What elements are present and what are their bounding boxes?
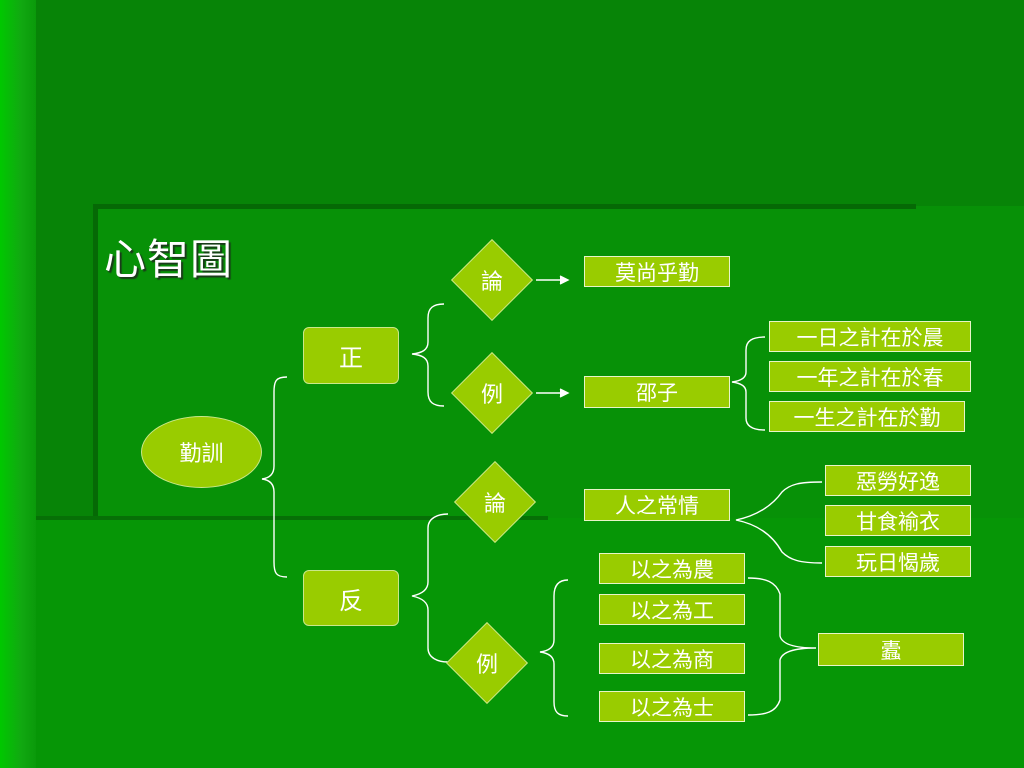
root-node: 勤訓 [141,416,262,488]
negative-example-item-4: 以之為士 [599,691,745,722]
background-left-strip [0,0,36,768]
positive-example-label: 例 [480,383,503,408]
negative-argument-item-2: 甘食褕衣 [825,505,971,536]
positive-quote-2: 一年之計在於春 [769,361,971,392]
negative-example-item-2: 以之為工 [599,594,745,625]
negative-branch-node: 反 [303,570,399,626]
positive-brace [411,303,445,407]
negative-argument-item-3: 玩日愒歲 [825,546,971,577]
background-panel-upper-left-edge [93,204,98,524]
negative-argument-item-1: 惡勞好逸 [825,465,971,496]
negative-argument-diamond: 論 [453,460,537,544]
positive-example-diamond: 例 [450,351,534,435]
root-brace [261,376,288,578]
negative-argument-value: 人之常情 [584,489,730,521]
positive-branch-node: 正 [303,327,399,384]
slide-title: 心智圖 [104,235,234,284]
negative-example-result: 蠹 [818,633,964,666]
background-panel-lower-edge [36,516,548,520]
negative-brace [411,513,449,663]
positive-quote-1: 一日之計在於晨 [769,321,971,352]
positive-argument-label: 論 [480,270,503,295]
arrow-positive-argument-head [559,275,570,285]
arrow-positive-example-head [559,388,570,398]
background-panel-upper-edge [96,204,916,209]
negative-example-diamond: 例 [445,621,529,705]
negative-example-label: 例 [475,653,498,678]
negative-argument-label: 論 [483,492,506,517]
argument-items-brace [735,481,823,564]
positive-argument-value: 莫尚乎勤 [584,256,730,287]
negative-example-item-3: 以之為商 [599,643,745,674]
negative-example-item-1: 以之為農 [599,553,745,584]
positive-example-value: 邵子 [584,376,730,408]
examples-left-brace [539,579,569,717]
quotes-brace [731,336,766,431]
positive-quote-3: 一生之計在於勤 [769,401,965,432]
positive-argument-diamond: 論 [450,238,534,322]
examples-right-brace [747,577,817,716]
